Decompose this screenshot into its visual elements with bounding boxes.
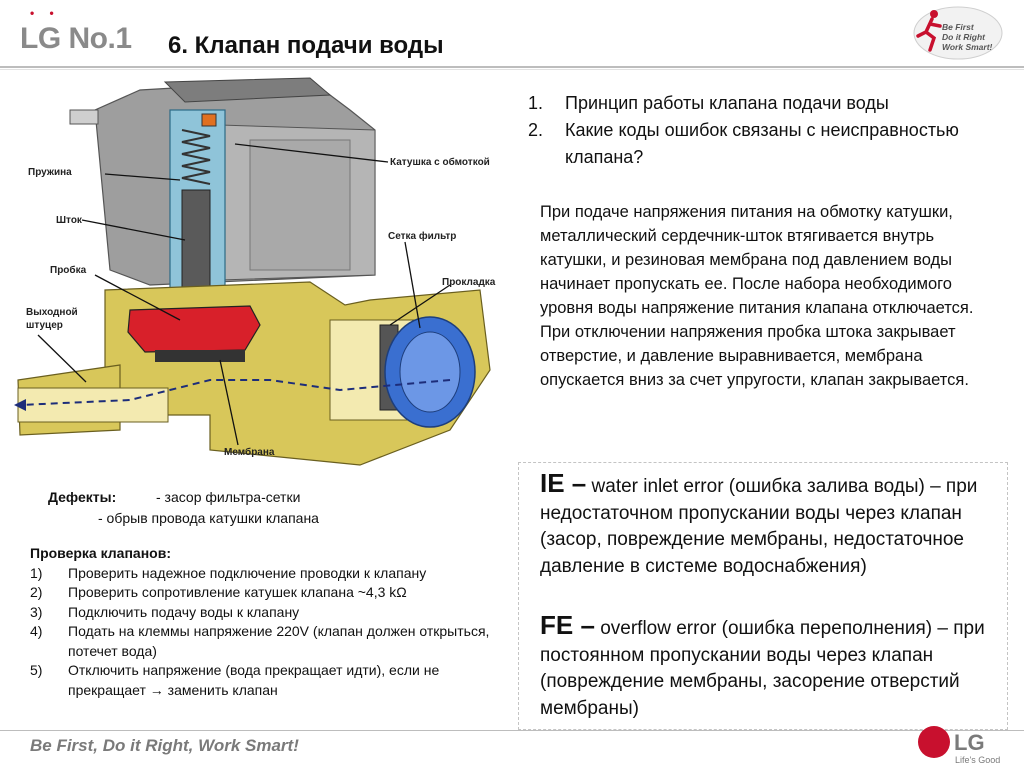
list-item: 4) Подать на клеммы напряжение 220V (кла… bbox=[30, 622, 520, 661]
step-number: 2) bbox=[30, 583, 68, 603]
defects-block: Дефекты:- засор фильтра-сетки - обрыв пр… bbox=[48, 487, 468, 529]
error-code: FE – bbox=[540, 610, 595, 640]
list-item: 1. Принцип работы клапана подачи воды bbox=[528, 90, 998, 117]
lg-logo-icon bbox=[918, 726, 950, 758]
error-text: overflow error (ошибка переполнения) – п… bbox=[540, 618, 985, 719]
label-filter: Сетка фильтр bbox=[388, 230, 456, 243]
coil-terminal bbox=[70, 110, 98, 124]
defect-item: - засор фильтра-сетки bbox=[156, 489, 300, 505]
label-coil: Катушка с обмоткой bbox=[390, 156, 490, 169]
logo: LG No.1 bbox=[20, 22, 132, 56]
label-stem: Шток bbox=[56, 214, 82, 227]
defect-item: - обрыв провода катушки клапана bbox=[48, 508, 468, 529]
page-title: 6. Клапан подачи воды bbox=[168, 32, 444, 60]
defects-label: Дефекты: bbox=[48, 487, 156, 508]
label-plug: Пробка bbox=[50, 264, 86, 277]
list-item: 2) Проверить сопротивление катушек клапа… bbox=[30, 583, 520, 603]
principle-description: При подаче напряжения питания на обмотку… bbox=[540, 200, 980, 392]
valve-check-list: Проверка клапанов: 1) Проверить надежное… bbox=[30, 544, 520, 700]
badge-text: Be First Do it Right Work Smart! bbox=[942, 22, 992, 52]
membrane-seat bbox=[155, 350, 245, 362]
description-paragraph: При отключении напряжения пробка штока з… bbox=[540, 320, 980, 392]
list-item: 2. Какие коды ошибок связаны с неисправн… bbox=[528, 117, 998, 171]
step-text: Отключить напряжение (вода прекращает ид… bbox=[68, 661, 520, 700]
error-fe: FE – overflow error (ошибка переполнения… bbox=[540, 612, 1010, 722]
step-text: Подключить подачу воды к клапану bbox=[68, 603, 299, 623]
footer-divider bbox=[0, 730, 1024, 731]
logo-dots: • • bbox=[30, 6, 60, 20]
header-divider bbox=[0, 66, 1024, 68]
error-ie: IE – water inlet error (ошибка залива во… bbox=[540, 470, 1010, 580]
coil-winding-shadow bbox=[250, 140, 350, 270]
label-membrane: Мембрана bbox=[224, 446, 274, 459]
error-code: IE – bbox=[540, 468, 586, 498]
label-spring: Пружина bbox=[28, 166, 72, 179]
step-text: Подать на клеммы напряжение 220V (клапан… bbox=[68, 622, 520, 661]
questions-list: 1. Принцип работы клапана подачи воды 2.… bbox=[528, 90, 998, 171]
question-number: 2. bbox=[528, 117, 565, 171]
badge-line: Do it Right bbox=[942, 32, 992, 42]
valve-cutaway-diagram bbox=[10, 70, 515, 485]
membrane-part bbox=[128, 306, 260, 352]
step-number: 5) bbox=[30, 661, 68, 700]
stem-top bbox=[202, 114, 216, 126]
step-number: 1) bbox=[30, 564, 68, 584]
slogan-badge: Be First Do it Right Work Smart! bbox=[912, 4, 1012, 62]
lg-brand: LG bbox=[954, 730, 985, 756]
footer-slogan: Be First, Do it Right, Work Smart! bbox=[30, 736, 299, 756]
step-text: Проверить сопротивление катушек клапана … bbox=[68, 583, 407, 603]
description-paragraph: При подаче напряжения питания на обмотку… bbox=[540, 200, 980, 320]
error-text: water inlet error (ошибка залива воды) –… bbox=[540, 476, 977, 577]
question-text: Принцип работы клапана подачи воды bbox=[565, 90, 889, 117]
badge-line: Work Smart! bbox=[942, 42, 992, 52]
label-gasket: Прокладка bbox=[442, 276, 495, 289]
step-text: Проверить надежное подключение проводки … bbox=[68, 564, 426, 584]
badge-line: Be First bbox=[942, 22, 992, 32]
question-text: Какие коды ошибок связаны с неисправност… bbox=[565, 117, 998, 171]
valve-illustration: Пружина Шток Пробка Выходной штуцер Кату… bbox=[10, 70, 515, 485]
step-number: 3) bbox=[30, 603, 68, 623]
label-outlet: Выходной штуцер bbox=[26, 306, 96, 332]
check-title: Проверка клапанов: bbox=[30, 544, 520, 564]
lg-tagline: Life's Good bbox=[955, 755, 1000, 765]
step-number: 4) bbox=[30, 622, 68, 661]
list-item: 1) Проверить надежное подключение провод… bbox=[30, 564, 520, 584]
question-number: 1. bbox=[528, 90, 565, 117]
list-item: 3) Подключить подачу воды к клапану bbox=[30, 603, 520, 623]
list-item: 5) Отключить напряжение (вода прекращает… bbox=[30, 661, 520, 700]
filter-inner bbox=[400, 332, 460, 412]
